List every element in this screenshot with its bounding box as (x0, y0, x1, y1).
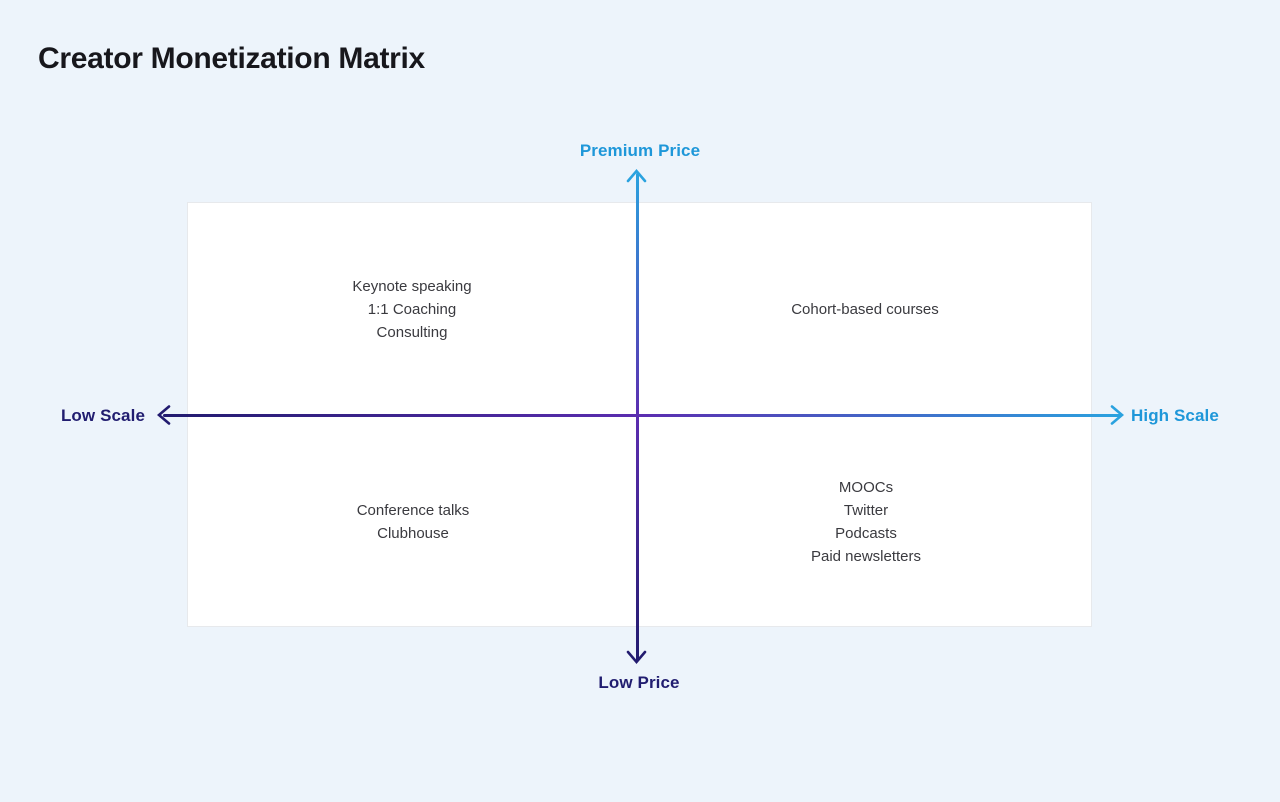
quadrant-item: 1:1 Coaching (367, 301, 457, 318)
quadrant-item: Clubhouse (377, 525, 449, 542)
quadrant-item: Consulting (376, 324, 448, 341)
quadrant-item: Podcasts (835, 525, 897, 542)
arrow-right-icon (1110, 405, 1125, 425)
quadrant-top-left: Keynote speaking 1:1 Coaching Consulting (262, 275, 562, 344)
quadrant-item: Keynote speaking (352, 278, 472, 295)
arrow-down-icon (626, 650, 647, 665)
arrow-left-icon (156, 405, 171, 425)
arrow-up-icon (626, 168, 647, 183)
page-title: Creator Monetization Matrix (38, 42, 425, 75)
quadrant-bottom-right: MOOCs Twitter Podcasts Paid newsletters (716, 476, 1016, 568)
quadrant-item: Conference talks (356, 502, 470, 519)
quadrant-top-right: Cohort-based courses (715, 298, 1015, 321)
quadrant-item: MOOCs (838, 479, 894, 496)
quadrant-item: Cohort-based courses (791, 301, 939, 318)
quadrant-bottom-left: Conference talks Clubhouse (263, 499, 563, 545)
axis-label-low-scale: Low Scale (60, 406, 145, 425)
quadrant-item: Twitter (843, 502, 889, 519)
axis-label-high-scale: High Scale (1131, 406, 1219, 425)
axis-label-premium-price: Premium Price (579, 141, 701, 160)
axis-label-low-price: Low Price (598, 673, 680, 692)
horizontal-axis-line (163, 414, 1121, 417)
vertical-axis-line (636, 173, 639, 661)
quadrant-item: Paid newsletters (810, 548, 922, 565)
